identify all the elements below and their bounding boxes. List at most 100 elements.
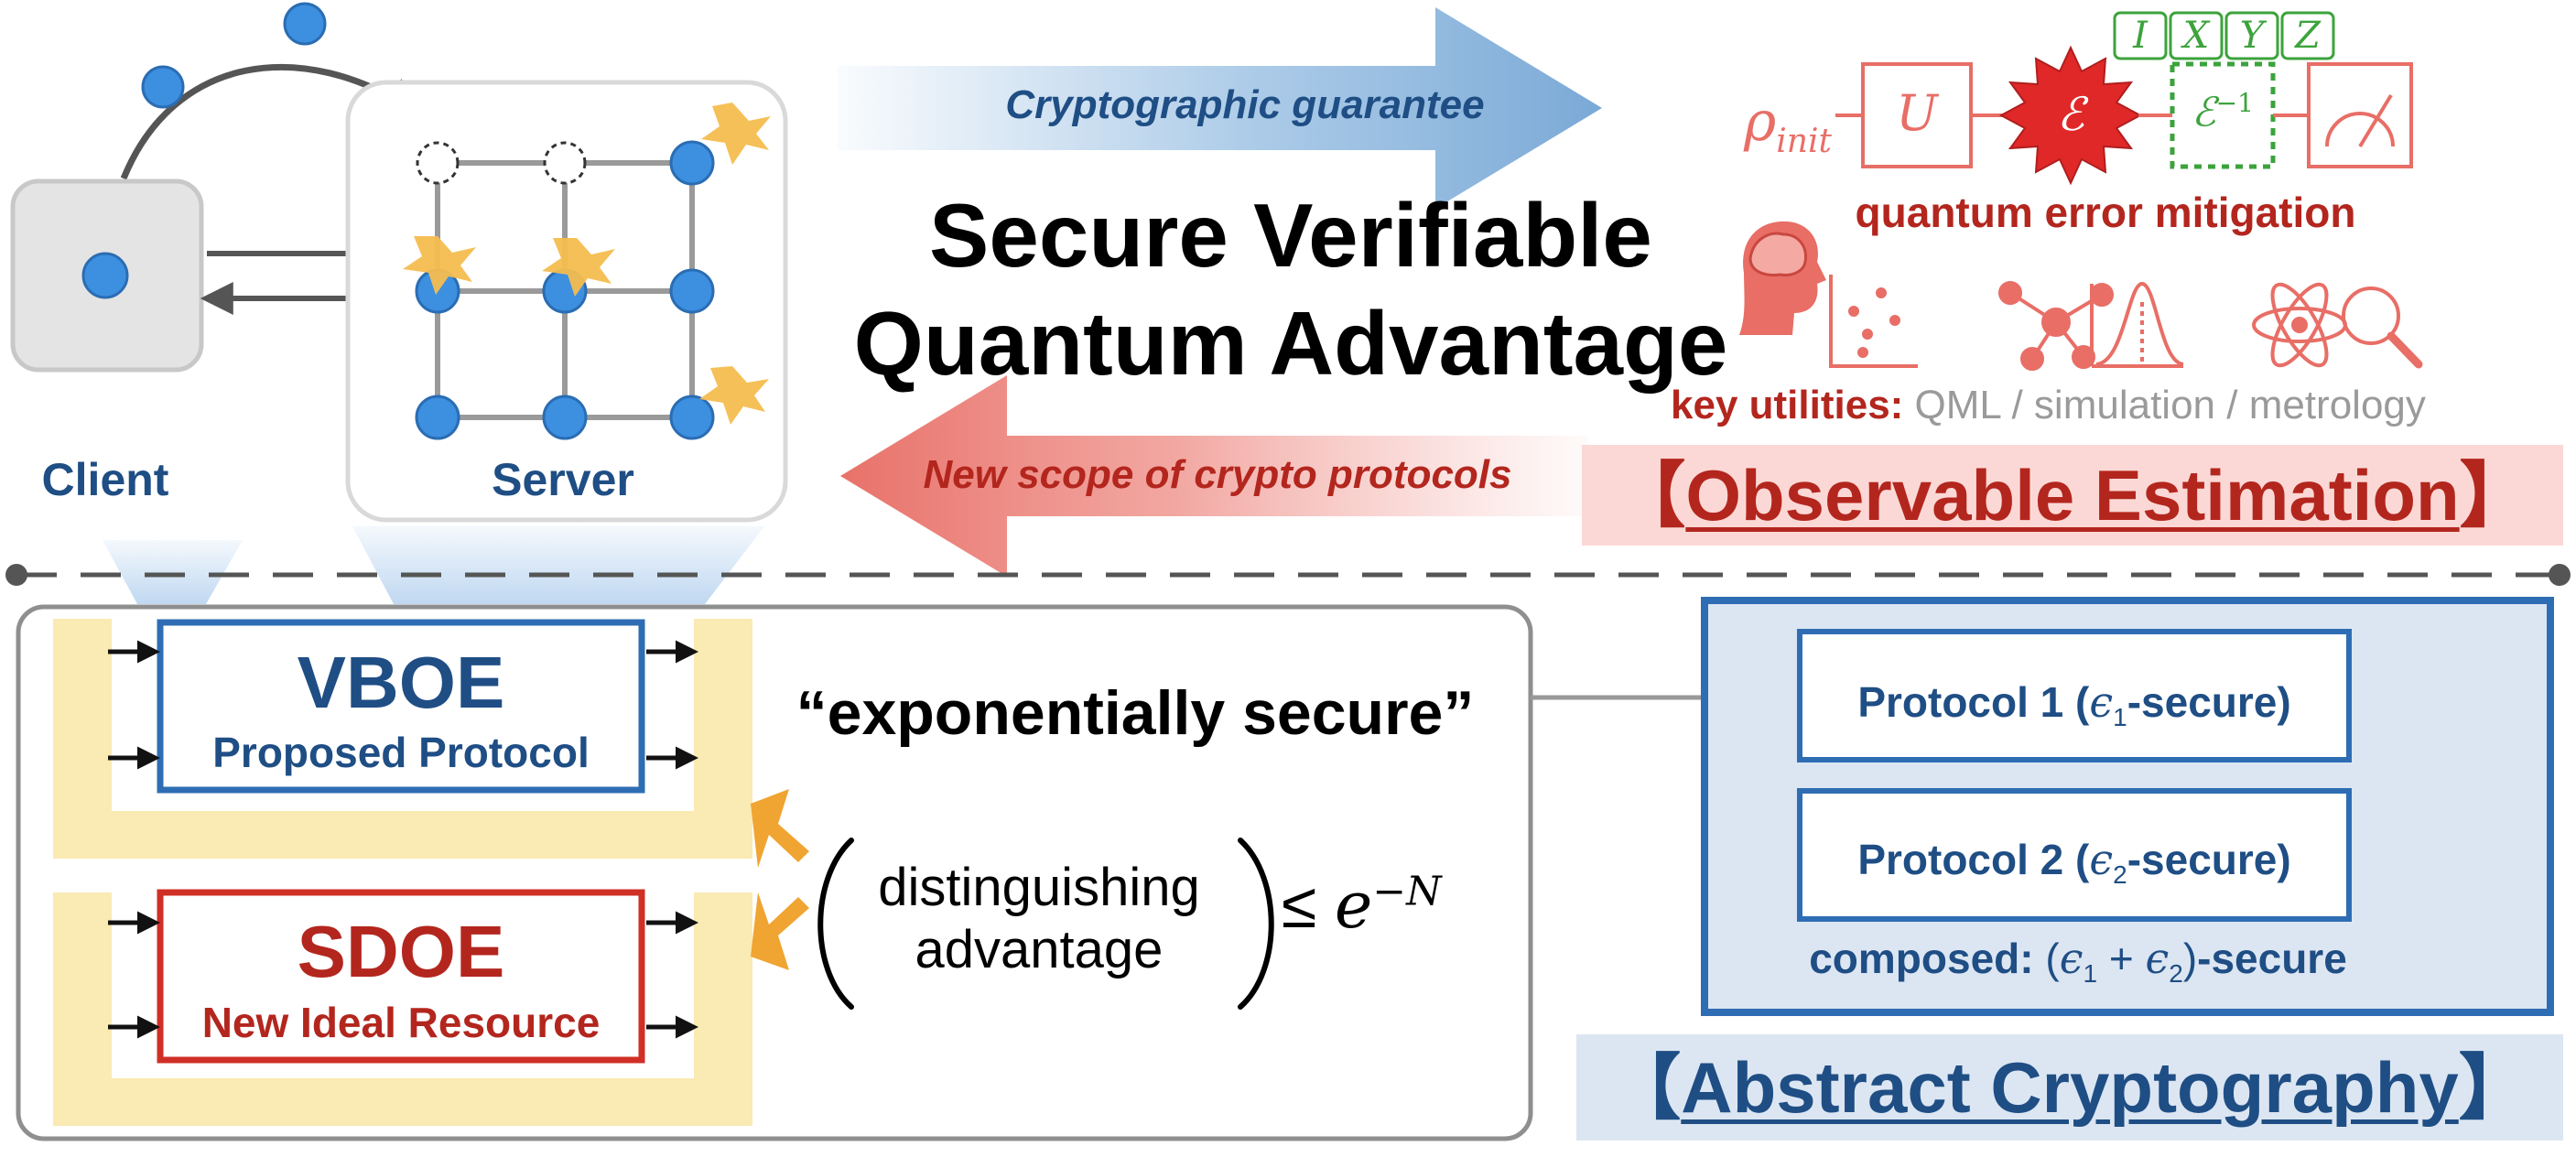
bound-base: e <box>1334 868 1373 943</box>
p2-eps: ϵ <box>2089 835 2114 884</box>
composed-sub1: 1 <box>2083 959 2098 989</box>
inverse-noise-symbol: ℰ <box>2192 89 2216 136</box>
leq-symbol: ≤ <box>1282 870 1317 941</box>
key-utilities: key utilities: QML / simulation / metrol… <box>1671 383 2495 428</box>
p1-eps: ϵ <box>2089 677 2114 727</box>
distribution-icon <box>2090 281 2184 368</box>
meter-arc <box>2325 112 2395 147</box>
protocol-1-label: Protocol 1 (ϵ1-secure) <box>1800 677 2349 732</box>
sdoe-subtitle: New Ideal Resource <box>201 999 601 1046</box>
sdoe-wrapper <box>53 892 752 1126</box>
key-utilities-prefix: key utilities: <box>1671 383 1904 427</box>
lattice-slot-empty <box>543 141 587 185</box>
sdoe-title: SDOE <box>297 911 505 992</box>
pauli-x: X <box>2182 15 2210 57</box>
noise-star-icon <box>542 238 615 297</box>
noise-star-icon <box>701 103 771 165</box>
client-server-illustration <box>10 2 788 604</box>
sdoe-box <box>157 889 645 1064</box>
pauli-y: Y <box>2239 15 2265 57</box>
magnifier-icon <box>2342 287 2423 369</box>
ac-bracket-close: 】 <box>2458 1047 2530 1128</box>
noise-star-icon <box>699 366 769 425</box>
section-divider <box>5 564 2571 586</box>
cryptographic-guarantee-label: Cryptographic guarantee <box>1005 82 1485 127</box>
new-scope-label: New scope of crypto protocols <box>923 452 1512 497</box>
protocol-2-label: Protocol 2 (ϵ2-secure) <box>1800 835 2349 890</box>
noise-channel-burst-icon <box>1998 45 2143 186</box>
flying-qubit-1 <box>141 65 185 109</box>
server-beam <box>352 526 764 604</box>
protocol-1-box <box>1797 629 2352 762</box>
protocol-2-box <box>1797 788 2352 922</box>
composed-sub2: 2 <box>2169 959 2183 989</box>
pauli-boxes <box>2113 11 2335 60</box>
observable-estimation-title: 【Observable Estimation】 <box>1582 445 2563 546</box>
abstract-cryptography-panel <box>1576 1034 2563 1141</box>
p2-tail: -secure) <box>2127 836 2291 883</box>
composed-security-label: composed: (ϵ1 + ϵ2)-secure <box>1809 934 2347 989</box>
dist-line2: advantage <box>915 920 1164 979</box>
inverse-noise-superscript: −1 <box>2215 88 2254 118</box>
client-label: Client <box>41 454 169 505</box>
vboe-box <box>157 619 645 794</box>
lattice-qubit <box>669 268 715 314</box>
p2-open: ( <box>2075 836 2090 883</box>
lattice-qubit <box>542 395 588 440</box>
obs-bracket-open: 【 <box>1614 455 1686 535</box>
main-title-line1: Secure Verifiable <box>929 185 1652 286</box>
noise-star-icon <box>403 236 476 295</box>
obs-title-text: Observable Estimation <box>1685 455 2460 535</box>
rho-init-label: ρinit <box>1744 90 1832 160</box>
ac-title-text: Abstract Cryptography <box>1681 1047 2459 1128</box>
composed-eps1: ϵ <box>2059 934 2084 983</box>
key-utilities-items: QML / simulation / metrology <box>1914 383 2426 427</box>
p1-name: Protocol 1 <box>1857 678 2064 726</box>
client-qubit <box>81 252 129 299</box>
p2-name: Protocol 2 <box>1857 836 2064 883</box>
security-bound: ≤ e−N <box>1282 868 1501 943</box>
unitary-gate <box>1861 62 1973 168</box>
scatter-plot-icon <box>1829 275 1918 368</box>
vboe-wrapper <box>53 619 752 859</box>
exponentially-secure-quote: “exponentially secure” <box>796 678 1475 748</box>
bound-exponent: −N <box>1372 868 1442 915</box>
p1-sub: 1 <box>2113 703 2127 732</box>
brain-head-icon <box>1739 221 1826 335</box>
unitary-label: U <box>1896 84 1938 142</box>
meter-needle <box>2358 93 2393 148</box>
composed-prefix: composed: <box>1809 935 2034 982</box>
atom-icon <box>2252 282 2347 368</box>
io-arrows <box>108 640 698 1039</box>
rho-subscript: init <box>1776 123 1832 160</box>
observable-estimation-panel <box>1582 445 2563 546</box>
inverse-noise-label: ℰ−1 <box>2172 88 2273 136</box>
flying-qubit-2 <box>283 2 327 46</box>
ac-bracket-open: 【 <box>1609 1047 1682 1128</box>
composed-plus: + <box>2108 935 2134 982</box>
lattice-qubit <box>669 395 715 440</box>
paren-brackets <box>817 838 1274 1010</box>
vboe-subtitle: Proposed Protocol <box>212 729 590 776</box>
distinguishing-advantage: distinguishing advantage <box>847 857 1231 981</box>
yellow-pointer-arrows <box>751 789 809 970</box>
obs-bracket-close: 】 <box>2459 455 2531 535</box>
main-title: Secure Verifiable Quantum Advantage <box>787 181 1794 397</box>
pauli-z: Z <box>2295 15 2321 57</box>
lattice-qubit <box>669 140 715 186</box>
client-beam <box>103 540 243 604</box>
lattice-slot-empty <box>416 141 460 185</box>
p1-open: ( <box>2075 678 2090 726</box>
p2-sub: 2 <box>2113 860 2127 890</box>
server-label: Server <box>492 454 634 505</box>
qem-circuit <box>1835 11 2413 186</box>
rho-symbol: ρ <box>1744 90 1777 154</box>
lattice-qubit <box>415 395 460 440</box>
cryptographic-guarantee-arrow <box>838 7 1602 209</box>
qem-caption: quantum error mitigation <box>1855 189 2356 236</box>
noise-star-icons <box>403 103 771 425</box>
vboe-title: VBOE <box>297 642 505 723</box>
p1-tail: -secure) <box>2127 678 2291 726</box>
composed-eps2: ϵ <box>2145 934 2170 983</box>
